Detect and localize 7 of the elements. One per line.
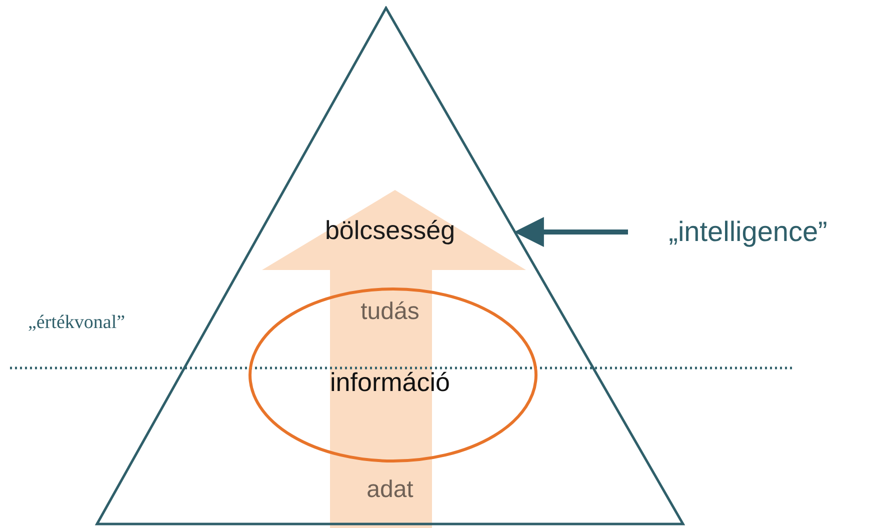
callout-text: „intelligence” — [628, 212, 868, 252]
level-label: tudás — [320, 295, 460, 329]
level-label: adat — [330, 472, 450, 508]
level-label: információ — [300, 364, 480, 400]
value-line-label: „értékvonal” — [28, 312, 126, 334]
level-label: bölcsesség — [290, 212, 490, 248]
arrow — [514, 217, 628, 247]
